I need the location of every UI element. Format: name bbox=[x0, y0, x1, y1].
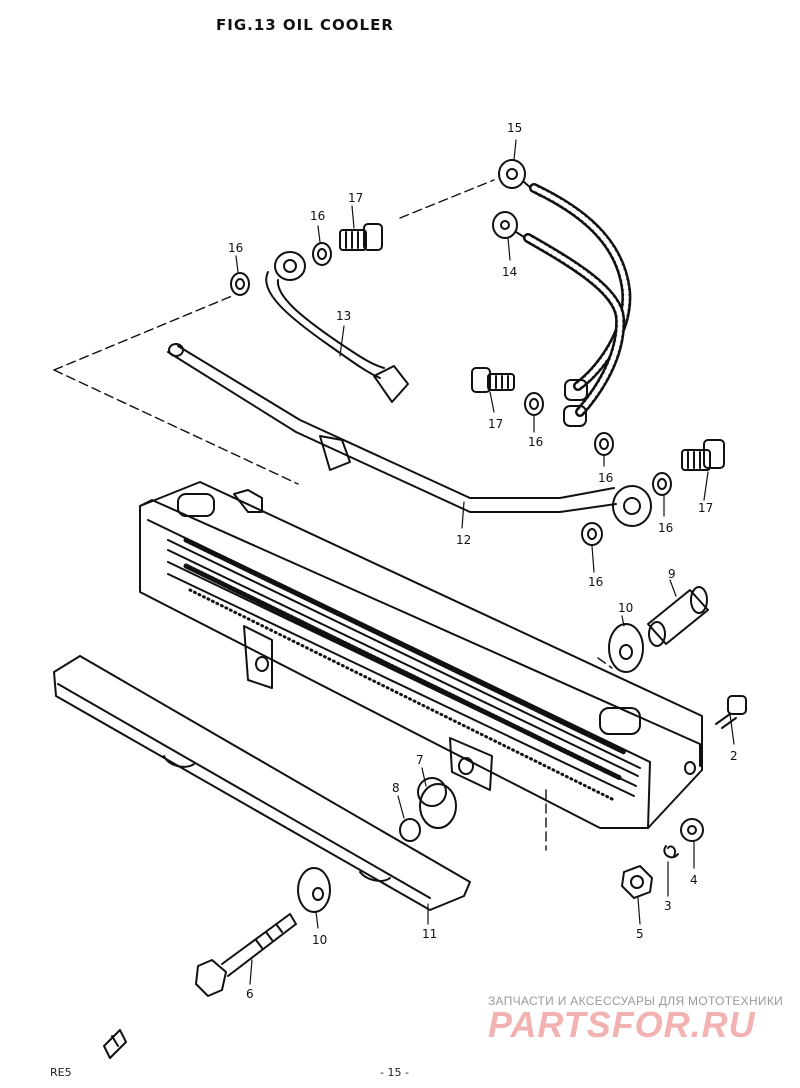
callout-number: 5 bbox=[636, 927, 644, 941]
callout-number: 16 bbox=[588, 575, 603, 589]
oil-cooler-core bbox=[139, 481, 703, 829]
footer-page-number: - 15 - bbox=[380, 1066, 409, 1079]
callout-number: 16 bbox=[598, 471, 613, 485]
union-bolt-17-middle bbox=[471, 367, 515, 393]
callout-number: 14 bbox=[502, 265, 517, 279]
callout-number: 17 bbox=[698, 501, 713, 515]
callout-number: 15 bbox=[507, 121, 522, 135]
spring-washer-3 bbox=[663, 845, 679, 859]
grommet-7 bbox=[417, 777, 457, 829]
oil-cooler-cover-11 bbox=[53, 655, 471, 911]
washer-10-lower bbox=[297, 867, 331, 913]
spacer-9 bbox=[647, 586, 709, 647]
bolt-6 bbox=[195, 913, 297, 997]
callout-number: 10 bbox=[312, 933, 327, 947]
oil-hose-14 bbox=[492, 211, 626, 427]
callout-number: 17 bbox=[488, 417, 503, 431]
oil-hose-15 bbox=[498, 159, 632, 401]
guide-lines bbox=[53, 179, 613, 851]
callout-number: 11 bbox=[422, 927, 437, 941]
footer-model-code: RE5 bbox=[50, 1066, 72, 1079]
callout-number: 13 bbox=[336, 309, 351, 323]
washer-10-upper bbox=[608, 623, 644, 673]
callout-leaders bbox=[235, 139, 735, 985]
oil-pipe-13 bbox=[265, 251, 409, 403]
callout-number: 16 bbox=[228, 241, 243, 255]
callout-number: 3 bbox=[664, 899, 672, 913]
callout-number: 6 bbox=[246, 987, 254, 1001]
callout-number: 8 bbox=[392, 781, 400, 795]
callout-number: 17 bbox=[348, 191, 363, 205]
callout-number: 10 bbox=[618, 601, 633, 615]
watermark-logo: PARTSFOR.RU bbox=[488, 1004, 756, 1045]
watermark-tagline: ЗАПЧАСТИ И АКСЕССУАРЫ ДЛЯ МОТОТЕХНИКИ bbox=[488, 994, 784, 1008]
collar-8 bbox=[399, 818, 421, 842]
washer-4 bbox=[680, 818, 704, 842]
callout-number: 16 bbox=[658, 521, 673, 535]
oil-pipe-12 bbox=[167, 343, 652, 527]
washer-16 bbox=[230, 242, 672, 546]
callout-number: 9 bbox=[668, 567, 676, 581]
callout-number: 16 bbox=[310, 209, 325, 223]
callout-number: 7 bbox=[416, 753, 424, 767]
callout-number: 16 bbox=[528, 435, 543, 449]
bolt-2 bbox=[715, 695, 747, 729]
nut-5 bbox=[621, 865, 653, 899]
figure-title: FIG.13 OIL COOLER bbox=[216, 16, 394, 34]
callout-number: 4 bbox=[690, 873, 698, 887]
callout-number: 12 bbox=[456, 533, 471, 547]
union-bolt-17-upper bbox=[339, 223, 383, 251]
front-arrow-icon bbox=[103, 1029, 127, 1059]
callout-number: 2 bbox=[730, 749, 738, 763]
union-bolt-17-right bbox=[681, 439, 725, 471]
